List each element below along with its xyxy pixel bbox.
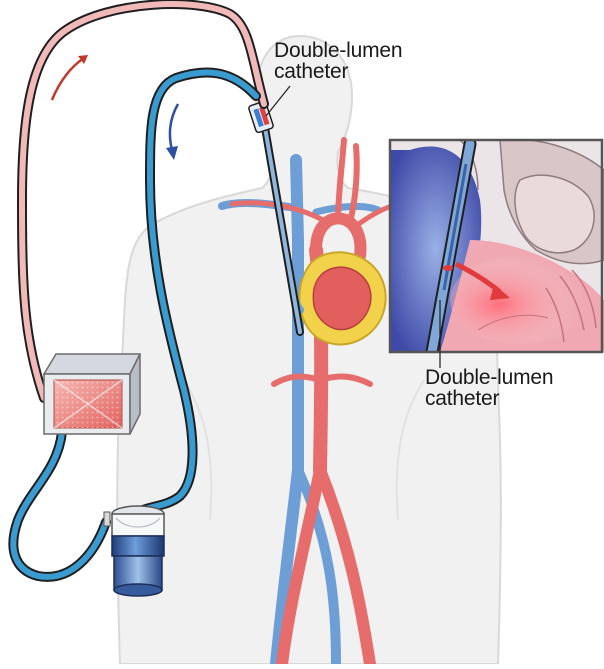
callout-inset-line1: Double-lumen bbox=[425, 367, 553, 388]
oxygenator-canister-icon bbox=[104, 506, 164, 596]
flow-arrow-red bbox=[52, 55, 88, 100]
callout-top-line2: catheter bbox=[274, 61, 402, 82]
callout-inset-line2: catheter bbox=[425, 388, 553, 409]
callout-double-lumen-catheter-top: Double-lumen catheter bbox=[274, 40, 402, 82]
inset-heart-closeup bbox=[390, 139, 604, 352]
callout-top-line1: Double-lumen bbox=[274, 40, 402, 61]
callout-double-lumen-catheter-inset: Double-lumen catheter bbox=[425, 367, 553, 409]
ecmo-pump-icon bbox=[44, 354, 140, 434]
flow-arrow-blue bbox=[166, 104, 178, 160]
